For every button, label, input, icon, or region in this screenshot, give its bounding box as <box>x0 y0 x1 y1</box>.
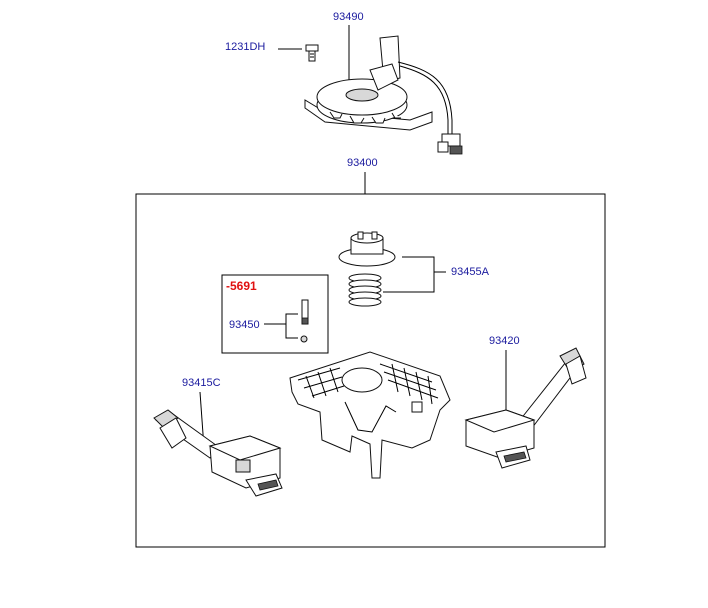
pin-label[interactable]: 93450 <box>229 319 260 331</box>
assembly-frame <box>135 193 606 548</box>
clock-spring-label[interactable]: 93490 <box>333 11 364 23</box>
light-switch-label[interactable]: 93415C <box>182 377 221 389</box>
cam-part <box>338 231 396 267</box>
wiper-switch-label[interactable]: 93420 <box>489 335 520 347</box>
coil-spring-part <box>348 273 382 307</box>
wiper-switch-part <box>464 347 587 469</box>
clock-spring-part <box>304 35 463 155</box>
assembly-label[interactable]: 93400 <box>347 157 378 169</box>
light-switch-part <box>153 409 283 497</box>
switch-body-part <box>289 351 451 479</box>
inset-box <box>221 274 329 354</box>
revision-label[interactable]: -5691 <box>226 279 257 293</box>
screw-label[interactable]: 1231DH <box>225 41 265 53</box>
screw-part <box>278 44 319 62</box>
pin-part <box>300 299 309 343</box>
cam-spring-label[interactable]: 93455A <box>451 266 490 278</box>
